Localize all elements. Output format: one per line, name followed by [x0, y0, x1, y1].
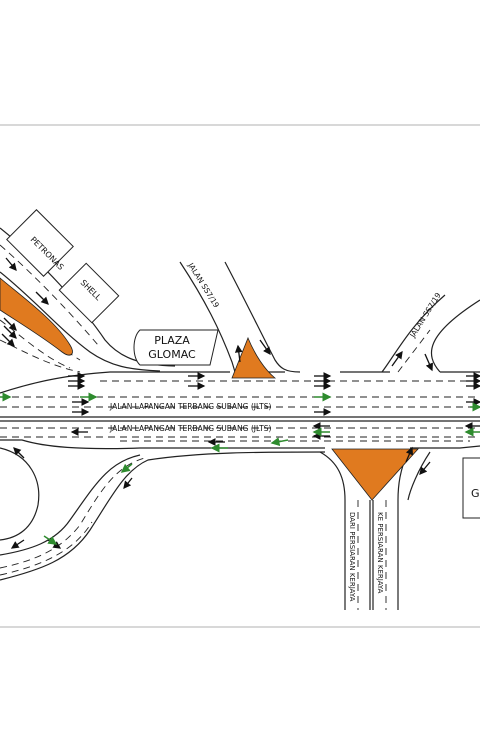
side-road-ss7-19-left — [179, 261, 301, 373]
ss7-19-left-label: JALAN SS7/19 — [186, 260, 221, 309]
plaza-glomac-building: PLAZA GLOMAC — [133, 329, 219, 366]
glomac-label: GLOMAC — [148, 348, 196, 361]
side-road-ss7-19-right — [381, 294, 480, 373]
glomac-island — [231, 336, 277, 379]
from-kerjaya-label: DARI PERSIARAN KERJAYA — [348, 512, 356, 602]
to-kerjaya-label: KE PERSIARAN KERJAYA — [376, 512, 384, 594]
traffic-arrow-icon — [1, 257, 480, 549]
kerjaya-island — [331, 448, 419, 501]
jlts-eastbound-label: JALAN LAPANGAN TERBANG SUBANG (JLTS) — [109, 402, 271, 411]
right-edge-building: G — [462, 457, 480, 519]
petronas-island — [0, 277, 73, 356]
left-loop — [0, 447, 326, 581]
shell-building: SHELL — [58, 262, 120, 324]
main-road — [0, 371, 480, 450]
ss7-19-right-label: JALAN SS7/19 — [408, 291, 443, 340]
plaza-label: PLAZA — [154, 334, 190, 347]
jlts-westbound-label: JALAN LAPANGAN TERBANG SUBANG (JLTS) — [109, 424, 271, 433]
edge-building-label: G — [471, 487, 480, 500]
petronas-building: PETRONAS — [6, 209, 74, 277]
green-flow-arrow-icon — [0, 392, 480, 545]
